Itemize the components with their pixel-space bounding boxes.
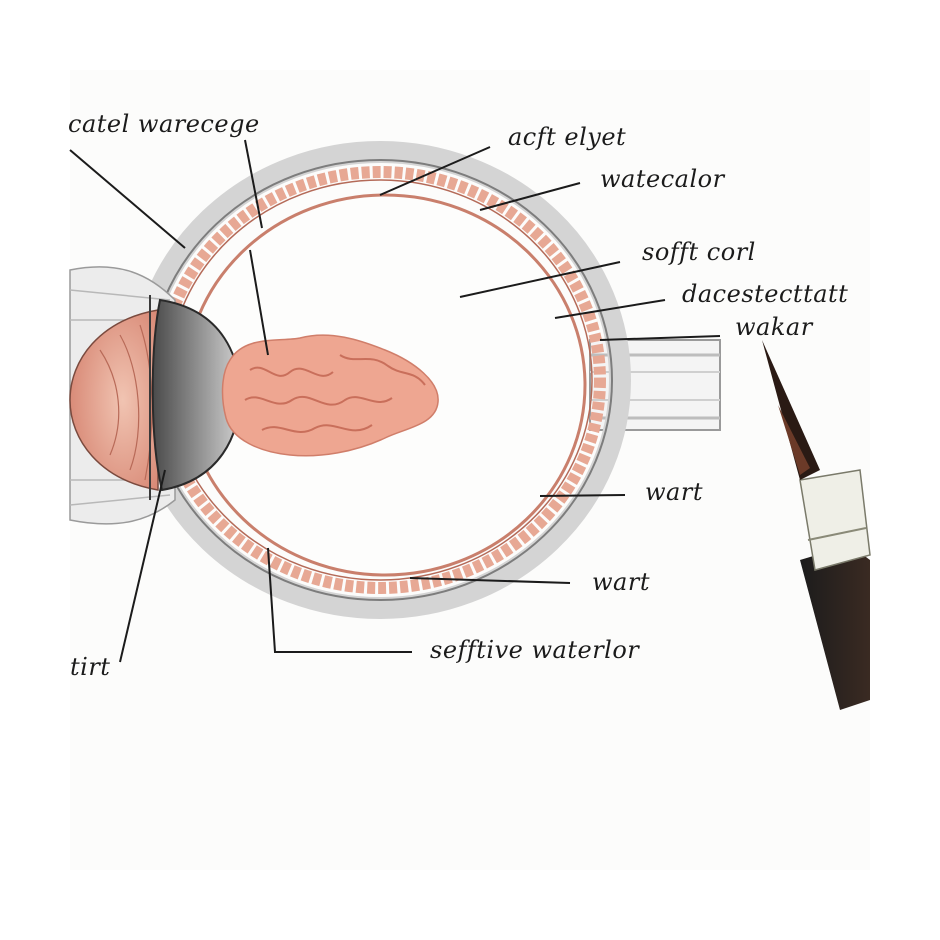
lens [151,298,242,492]
ink-pen-icon [762,340,871,710]
vitreous-mass [221,334,439,457]
label-bottom-center: sefftive waterlor [430,636,640,664]
label-right-3: dacestecttatt [682,280,848,308]
label-right-2: sofft corl [642,238,756,266]
vitreous-folds [244,354,426,433]
leader-lines [69,139,721,663]
label-right-1: watecalor [600,165,726,193]
label-bottom-left: tirt [70,653,110,681]
label-top-left: catel warecege [68,110,260,138]
label-right-5: wart [645,478,703,506]
label-top-center: acft elyet [508,123,626,151]
label-bottom-right: wart [592,568,650,596]
label-right-4: wakar [735,313,814,341]
